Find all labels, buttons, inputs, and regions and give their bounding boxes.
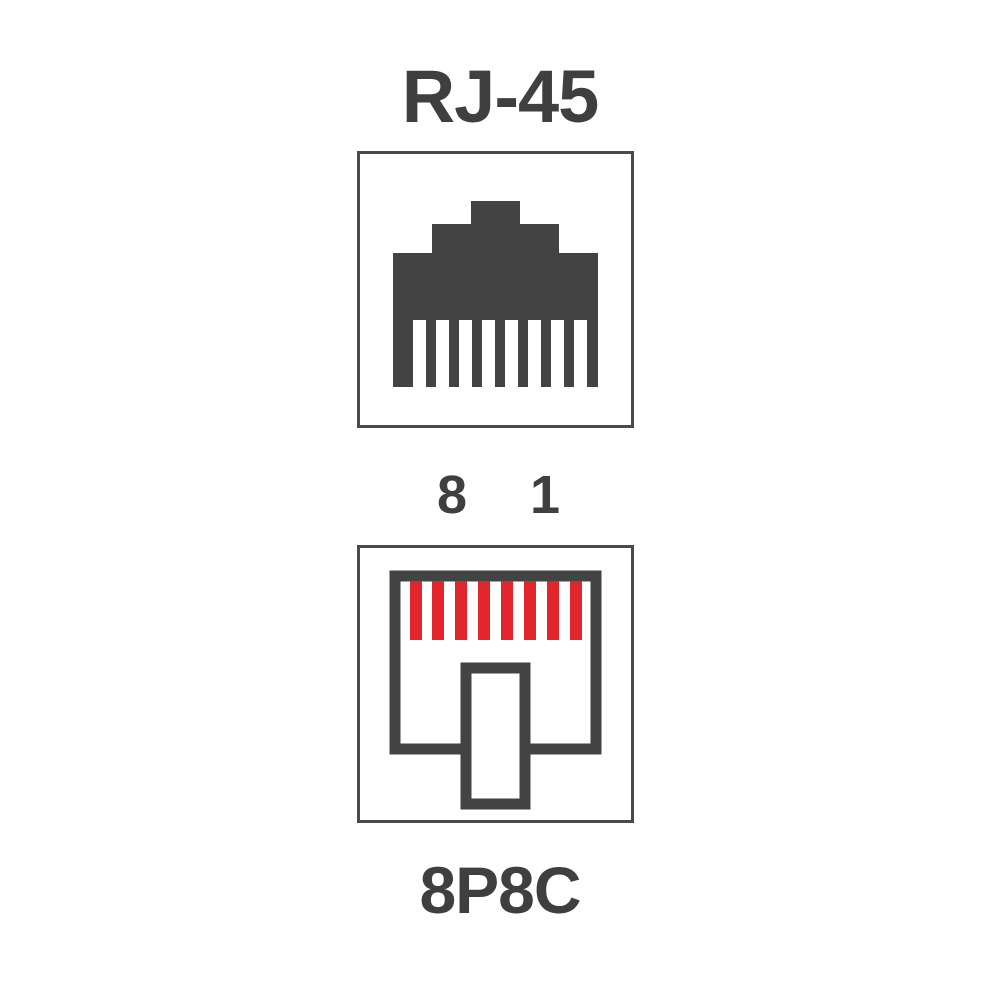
plug-slot [505, 320, 518, 387]
rj45-plug-icon [393, 201, 598, 387]
jack-pin [432, 581, 444, 640]
plug-slot [482, 320, 495, 387]
plug-slot [574, 320, 587, 387]
jack-pin [455, 581, 467, 640]
rj45-jack-icon [389, 570, 602, 810]
jack-outline-shape [389, 570, 602, 810]
jack-pin [524, 581, 536, 640]
plug-slot [436, 320, 449, 387]
footer-label: 8P8C [419, 853, 581, 927]
rj45-jack-icon-frame [357, 545, 634, 823]
pin-number-right: 1 [529, 465, 561, 525]
jack-pin [547, 581, 559, 640]
jack-pin [570, 581, 582, 640]
page-title: RJ-45 [401, 55, 600, 138]
pin-number-left: 8 [436, 465, 468, 525]
plug-slot [413, 320, 426, 387]
plug-slot [551, 320, 564, 387]
jack-pin [410, 581, 422, 640]
rj45-plug-icon-frame [357, 151, 634, 428]
jack-key-tab-shape [460, 662, 531, 749]
jack-contact-pins [410, 581, 582, 640]
plug-contact-slots [413, 320, 587, 387]
plug-slot [459, 320, 472, 387]
jack-pin [501, 581, 513, 640]
jack-pin [478, 581, 490, 640]
plug-slot [528, 320, 541, 387]
